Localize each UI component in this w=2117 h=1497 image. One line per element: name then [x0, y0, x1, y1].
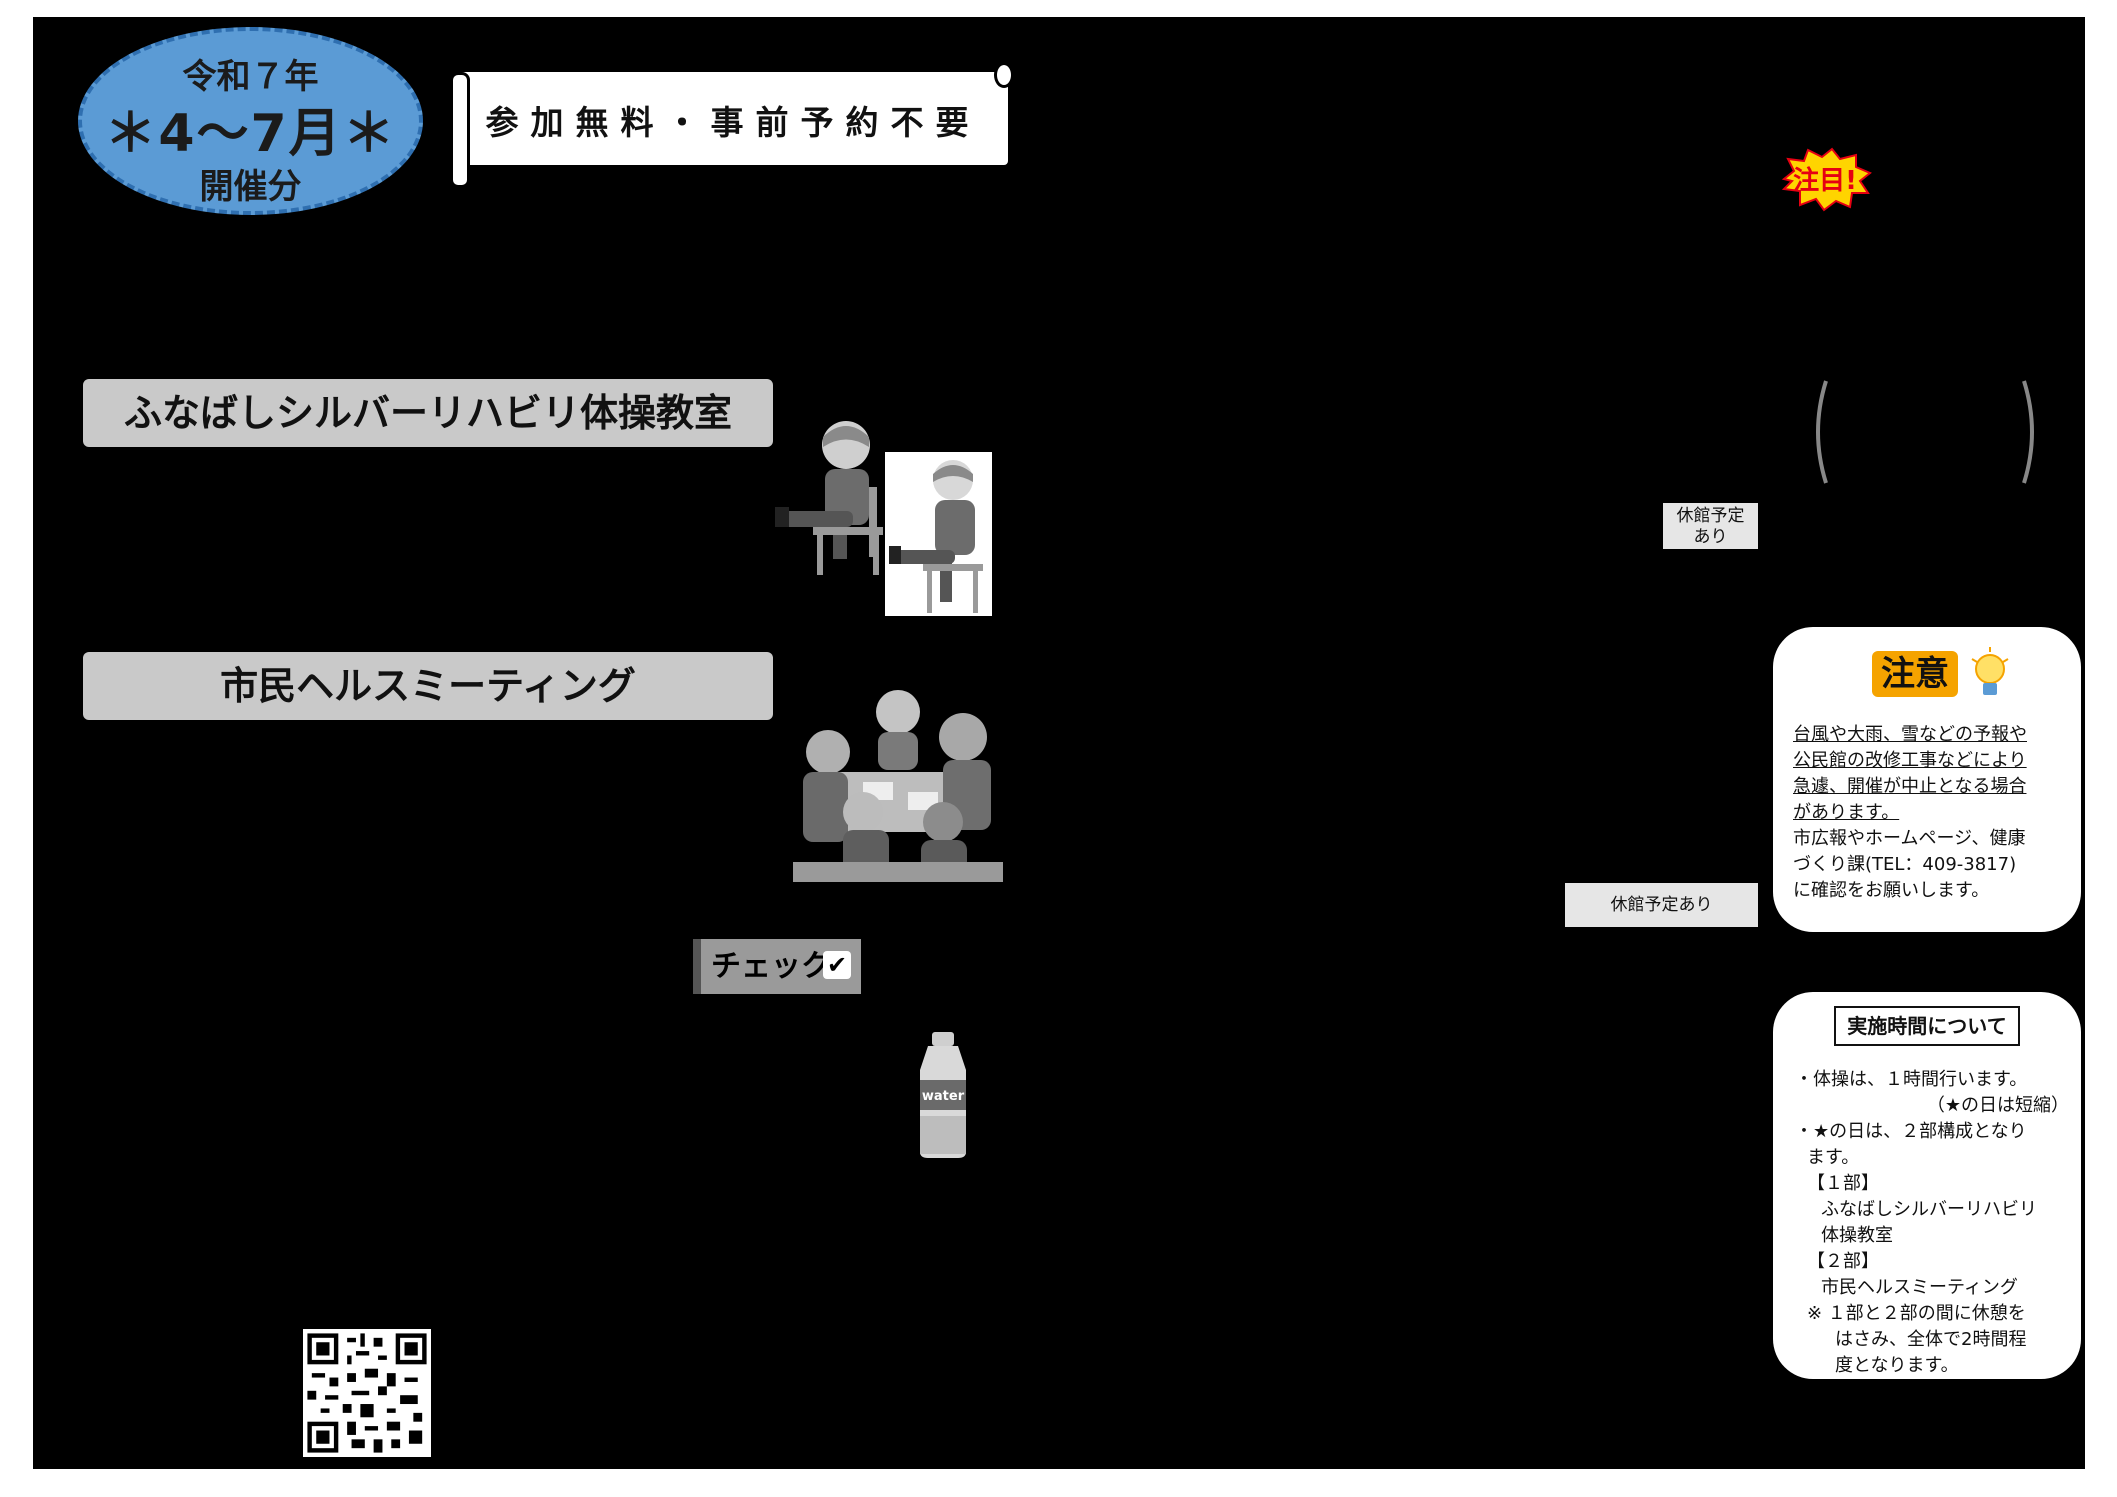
badge-kind: 開催分	[199, 167, 302, 207]
time-line-2: （★の日は短縮）	[1926, 1095, 2069, 1116]
time-info-title: 実施時間について	[1834, 1006, 2020, 1046]
exercise-person-frame	[885, 452, 992, 616]
closure-note-2: 休館予定あり	[1565, 883, 1758, 927]
time-line-3: ・★の日は、２部構成となり	[1795, 1121, 2027, 1142]
banner-text: 参加無料・事前予約不要	[485, 103, 981, 142]
caution-line-6: づくり課(TEL：409-3817)	[1793, 854, 2017, 875]
qr-code-icon	[303, 1329, 431, 1457]
time-line-9: 市民ヘルスミーティング	[1821, 1277, 2018, 1298]
time-line-11: はさみ、全体で2時間程	[1835, 1329, 2027, 1350]
caution-line-2: 公民館の改修工事などにより	[1793, 750, 2027, 771]
check-label: チェック	[711, 949, 831, 984]
water-bottle-icon: water	[920, 1032, 966, 1158]
exercise-person-2-icon	[889, 460, 983, 613]
closure-note-1: 休館予定 あり	[1663, 503, 1758, 549]
badge-year: 令和７年	[182, 57, 319, 97]
bracket-left-icon	[1816, 380, 1828, 484]
bottle-label: water	[922, 1089, 965, 1104]
time-line-8: 【２部】	[1807, 1251, 1879, 1272]
lightbulb-icon	[1971, 647, 2009, 695]
time-line-10: ※ １部と２部の間に休憩を	[1807, 1303, 2026, 1324]
caution-body: 台風や大雨、雪などの予報や 公民館の改修工事などにより 急遽、開催が中止となる場…	[1793, 722, 2073, 904]
badge-months: ＊4～7月＊	[104, 104, 397, 164]
time-line-12: 度となります。	[1835, 1355, 1959, 1376]
caution-line-1: 台風や大雨、雪などの予報や	[1793, 724, 2027, 745]
scroll-curl-right	[994, 62, 1014, 88]
time-line-5: 【１部】	[1807, 1173, 1879, 1194]
bracket-right-icon	[2022, 380, 2034, 484]
scroll-curl-left	[450, 72, 470, 188]
closure-note-1-line1: 休館予定	[1676, 506, 1745, 526]
caution-box: 注意 台風や大雨、雪などの予報や 公民館の改修工事などにより 急遽、開催が中止と…	[1773, 627, 2081, 932]
free-entry-banner: 参加無料・事前予約不要	[450, 62, 1014, 188]
time-info-body: ・体操は、１時間行います。 （★の日は短縮） ・★の日は、２部構成となり ます。…	[1795, 1067, 2073, 1379]
checkmark-icon: ✔	[823, 951, 851, 979]
section-rehab-title: ふなばしシルバーリハビリ体操教室	[83, 379, 773, 447]
group-meeting-icon	[793, 690, 1003, 882]
exercise-person-icon	[775, 421, 883, 575]
check-tag: チェック ✔	[693, 939, 861, 994]
flyer-sheet: 令和７年 ＊4～7月＊ 開催分 参加無料・事前予約不要 注目! ふなばしシルバー…	[33, 17, 2085, 1469]
date-badge: 令和７年 ＊4～7月＊ 開催分	[78, 27, 423, 215]
caution-title: 注意	[1872, 651, 1958, 697]
caution-line-3: 急遽、開催が中止となる場合	[1793, 776, 2027, 797]
caution-line-4: があります。	[1793, 802, 1900, 823]
section-meeting-title: 市民ヘルスミーティング	[83, 652, 773, 720]
time-info-box: 実施時間について ・体操は、１時間行います。 （★の日は短縮） ・★の日は、２部…	[1773, 992, 2081, 1379]
attention-label: 注目!	[1793, 165, 1857, 196]
time-line-7: 体操教室	[1821, 1225, 1893, 1246]
time-line-1: ・体操は、１時間行います。	[1795, 1069, 2028, 1090]
caution-line-5: 市広報やホームページ、健康	[1793, 828, 2026, 849]
closure-note-1-line2: あり	[1693, 527, 1728, 547]
time-line-6: ふなばしシルバーリハビリ	[1821, 1199, 2037, 1220]
time-line-4: ます。	[1807, 1147, 1860, 1168]
caution-line-7: に確認をお願いします。	[1793, 880, 1990, 901]
attention-icon: 注目!	[1781, 147, 1872, 212]
